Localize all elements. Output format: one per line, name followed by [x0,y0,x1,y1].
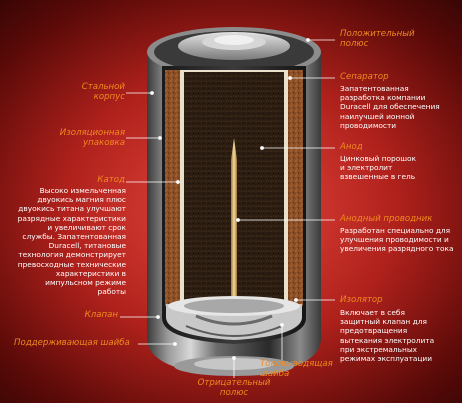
label-insulation: Изоляционная упаковка [59,128,125,148]
label-anode: Анод [340,142,363,152]
desc-anode-conductor: Разработан специально для улучшения пров… [340,226,454,254]
label-current-washer: Токовыводящая шайба [260,359,333,379]
anode-conductor-pin [231,138,237,300]
desc-insulator: Включает в себя защитный клапан для пред… [340,308,435,364]
label-cathode: Катод [97,175,125,185]
label-insulator: Изолятор [340,295,383,305]
desc-cathode: Высоко измельченная двуокись магния плюс… [17,186,126,297]
leader-lines [120,38,335,378]
label-steel-case: Стальной корпус [81,82,125,102]
desc-separator: Запатентованная разработка компании Dura… [340,84,440,130]
label-positive-pole: Положительный полюс [340,29,415,49]
label-valve: Клапан [84,310,118,320]
label-negative-pole: Отрицательный полюс [197,378,271,398]
label-support-washer: Поддерживающая шайба [14,338,130,348]
label-anode-conductor: Анодный проводник [340,214,433,224]
desc-anode: Цинковый порошок и электролит взвешенные… [340,154,417,182]
label-separator: Сепаратор [340,72,389,82]
